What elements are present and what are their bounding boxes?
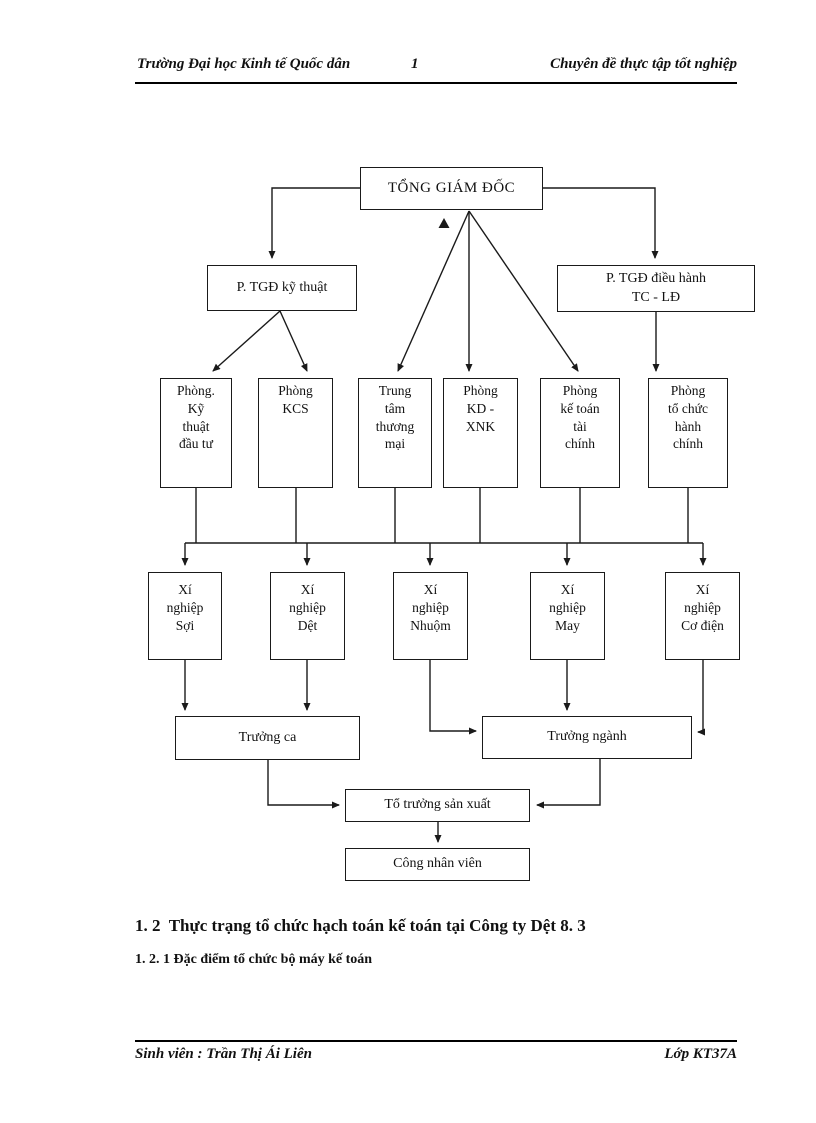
node-label: Trưởng ca [238,729,297,745]
page-footer: Sinh viên : Trần Thị Ái Liên Lớp KT37A [135,1040,737,1063]
node-xi-nghiep-may: Xí nghiệp May [530,572,605,660]
node-label: Phòng KCS [278,383,313,416]
node-label: Trưởng ngành [547,729,627,745]
node-cong-nhan-vien: Công nhân viên [345,848,530,881]
node-phong-to-chuc-hanh-chinh: Phòng tổ chức hành chính [648,378,728,488]
node-tong-giam-doc: TỔNG GIÁM ĐỐC [360,167,543,210]
node-label: Xí nghiệp Nhuộm [410,582,451,633]
node-label: P. TGĐ kỹ thuật [236,279,328,295]
node-label: Phòng KD - XNK [463,383,498,434]
node-label: Xí nghiệp Cơ điện [681,582,724,633]
node-xi-nghiep-det: Xí nghiệp Dệt [270,572,345,660]
node-label: TỔNG GIÁM ĐỐC [387,179,516,196]
node-ptgd-dieu-hanh: P. TGĐ điều hành TC - LĐ [557,265,755,312]
header-report-title: Chuyên đề thực tập tốt nghiệp [550,56,737,72]
header-school-name: Trường Đại học Kinh tế Quốc dân [137,56,351,72]
page-number: 1 [411,56,419,72]
section-subheading: 1. 2. 1 Đặc điểm tổ chức bộ máy kế toán [135,952,373,967]
node-phong-ky-thuat-dau-tu: Phòng. Kỹ thuật đầu tư [160,378,232,488]
node-label: Xí nghiệp Dệt [289,582,326,633]
node-truong-nganh: Trưởng ngành [482,716,692,759]
node-label: Phòng. Kỹ thuật đầu tư [177,383,215,452]
node-label: Công nhân viên [393,856,482,872]
node-trung-tam-thuong-mai: Trung tâm thương mại [358,378,432,488]
node-phong-kd-xnk: Phòng KD - XNK [443,378,518,488]
node-truong-ca: Trưởng ca [175,716,360,760]
node-xi-nghiep-soi: Xí nghiệp Sợi [148,572,222,660]
node-label: Tổ trưởng sản xuất [384,797,491,813]
node-label: Trung tâm thương mại [375,383,415,452]
footer-student-name: Sinh viên : Trần Thị Ái Liên [135,1046,312,1062]
node-label: Phòng kế toán tài chính [560,383,600,452]
footer-class: Lớp KT37A [664,1046,737,1062]
node-xi-nghiep-nhuom: Xí nghiệp Nhuộm [393,572,468,660]
node-phong-kcs: Phòng KCS [258,378,333,488]
node-label: Phòng tổ chức hành chính [668,383,708,452]
node-to-truong-san-xuat: Tổ trưởng sản xuất [345,789,530,822]
node-label: Xí nghiệp Sợi [166,582,204,633]
node-phong-ke-toan-tai-chinh: Phòng kế toán tài chính [540,378,620,488]
page-header: Trường Đại học Kinh tế Quốc dân 1 Chuyên… [135,56,737,84]
node-label: P. TGĐ điều hành TC - LĐ [605,271,707,305]
node-ptgd-ky-thuat: P. TGĐ kỹ thuật [207,265,357,311]
section-heading: 1. 2 Thực trạng tổ chức hạch toán kế toá… [135,916,586,935]
node-label: Xí nghiệp May [549,582,586,633]
node-xi-nghiep-co-dien: Xí nghiệp Cơ điện [665,572,740,660]
